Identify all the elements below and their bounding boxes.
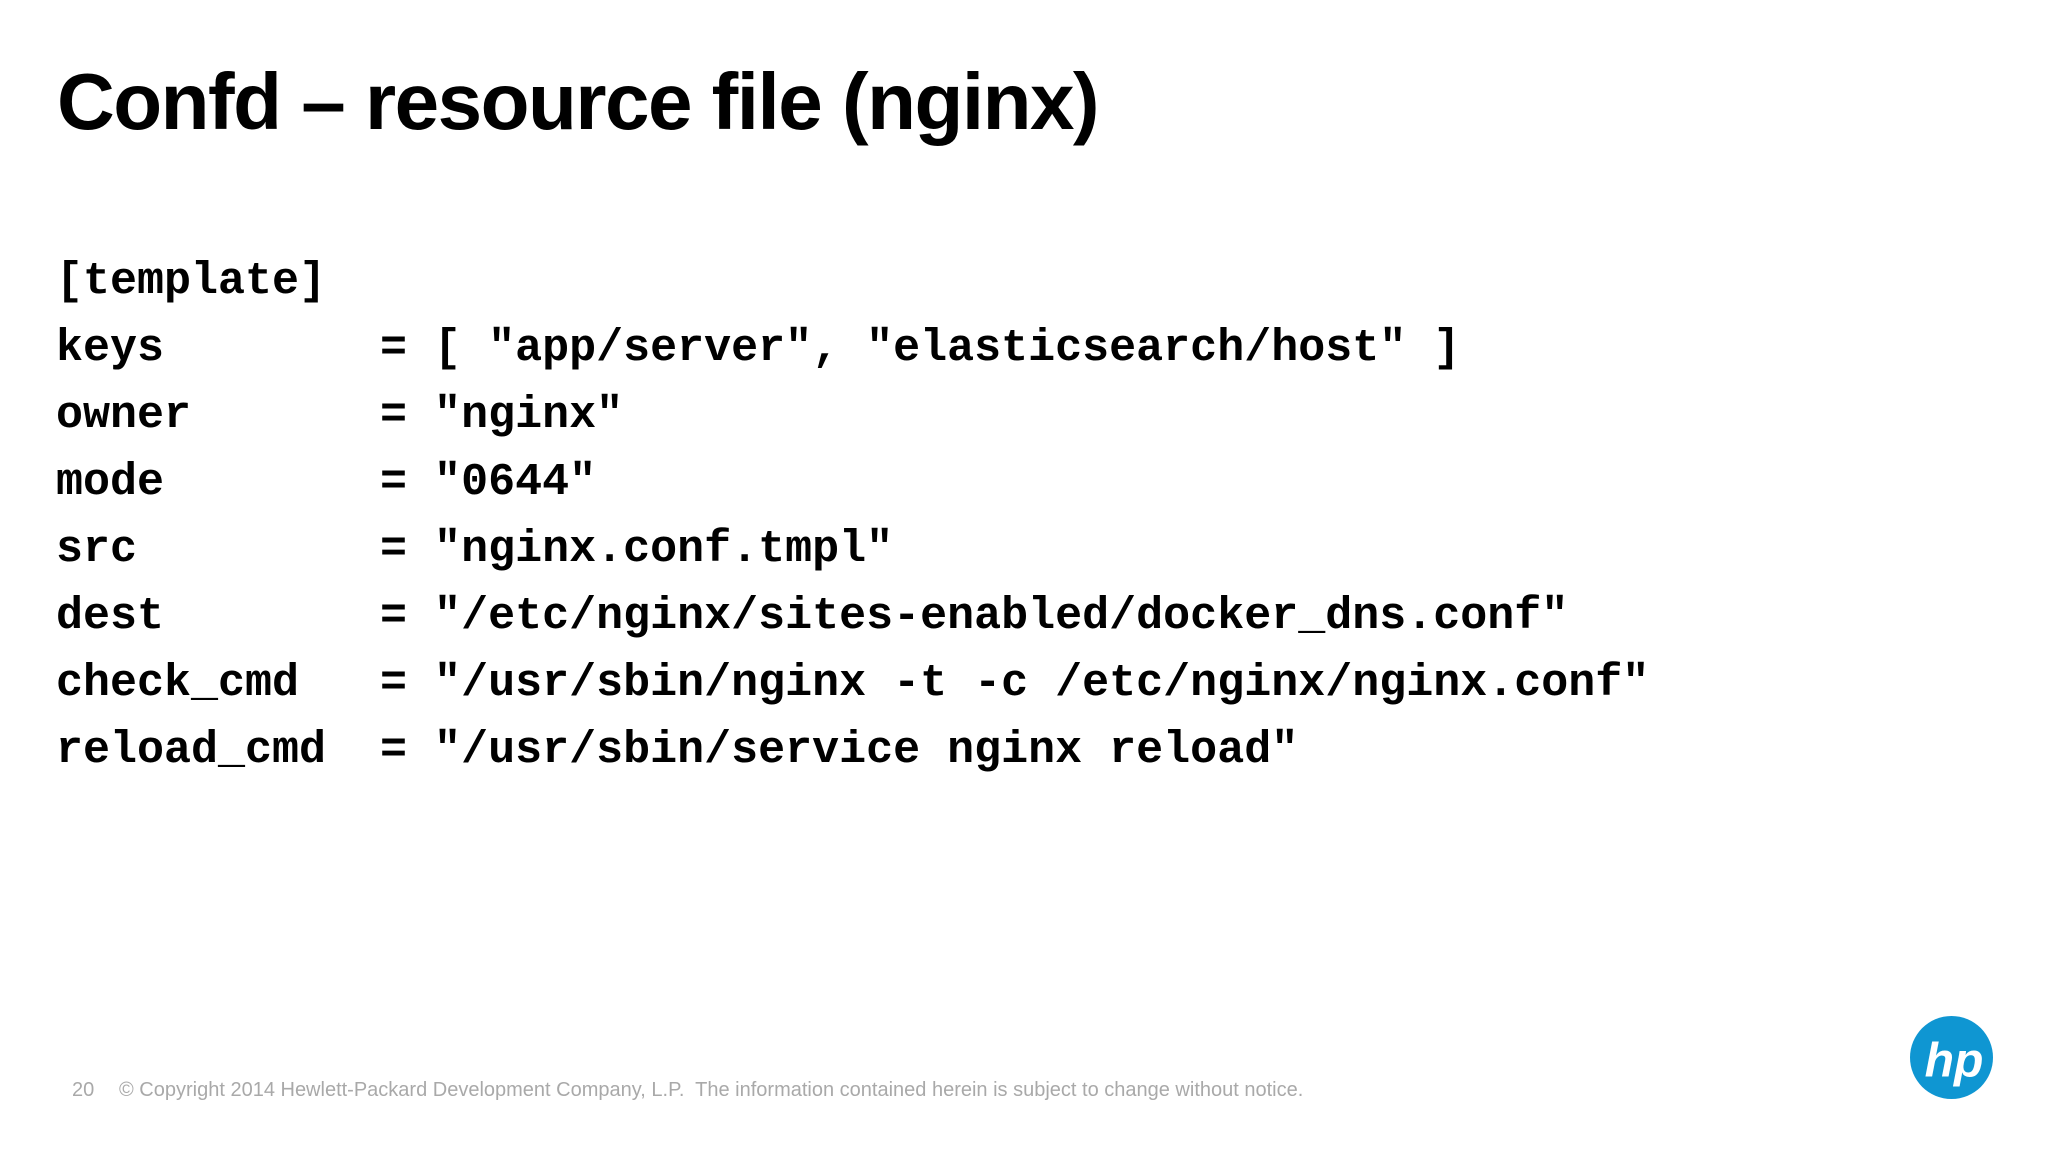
copyright-text: © Copyright 2014 Hewlett-Packard Develop… — [119, 1079, 1304, 1101]
page-number: 20 — [72, 1079, 95, 1101]
hp-logo-icon: hp — [1910, 1016, 1993, 1099]
code-line-dest: dest = "/etc/nginx/sites-enabled/docker_… — [56, 591, 1569, 642]
svg-text:hp: hp — [1925, 1034, 1984, 1088]
code-line-keys: keys = [ "app/server", "elasticsearch/ho… — [56, 323, 1461, 374]
code-line-check-cmd: check_cmd = "/usr/sbin/nginx -t -c /etc/… — [56, 658, 1650, 709]
code-block: [template] keys = [ "app/server", "elast… — [56, 248, 1649, 784]
code-line-reload-cmd: reload_cmd = "/usr/sbin/service nginx re… — [56, 725, 1299, 776]
code-line-owner: owner = "nginx" — [56, 390, 624, 441]
code-line-src: src = "nginx.conf.tmpl" — [56, 524, 894, 575]
code-line-mode: mode = "0644" — [56, 457, 597, 508]
code-line-template-header: [template] — [56, 256, 327, 307]
slide-title: Confd – resource file (nginx) — [57, 57, 1100, 146]
